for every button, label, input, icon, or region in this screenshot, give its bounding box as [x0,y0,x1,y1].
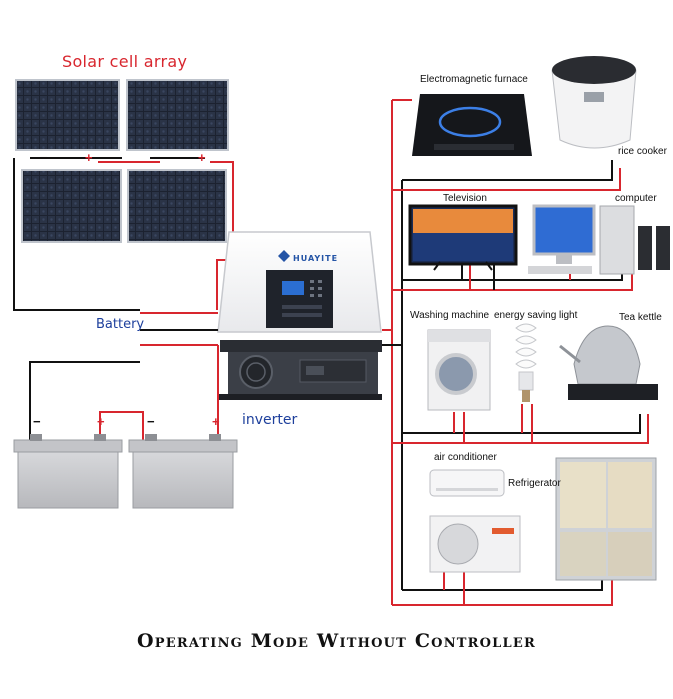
battery-2-plus-sign: + [212,414,220,429]
brand-logo-icon [278,250,290,262]
label-electromagnetic-furnace: Electromagnetic furnace [420,74,528,85]
panel-minus-sign-2: − [153,150,161,165]
panel-wiring [13,157,234,311]
battery-2 [128,434,238,509]
brand-name: HUAYITE [293,254,338,263]
battery-1-minus-sign: − [33,414,41,429]
energy-saving-light-icon [515,323,537,402]
battery-2-minus-sign: − [147,414,155,429]
label-energy-saving-light: energy saving light [494,310,578,321]
solar-panel-array [15,79,229,243]
panel-plus-sign-2: + [198,150,206,165]
washing-machine-icon [427,329,491,411]
solar-panel-4 [127,169,227,243]
rice-cooker-icon [551,56,637,149]
inverter-unit [217,231,382,333]
battery-label: Battery [96,317,145,332]
inverter-lcd [282,281,304,295]
inverter-base [218,340,382,400]
air-conditioner-outdoor-icon [429,515,521,573]
label-refrigerator: Refrigerator [508,478,561,489]
induction-cooker-icon [412,94,532,156]
label-tea-kettle: Tea kettle [619,312,662,323]
television-icon [408,204,518,271]
refrigerator-icon [555,457,657,581]
solar-panel-1 [15,79,120,151]
diagram-caption: Operating Mode Without Controller [137,630,536,652]
label-computer: computer [615,193,657,204]
panel-plus-sign-1: + [85,150,93,165]
label-television: Television [443,193,487,204]
solar-panel-2 [126,79,229,151]
diagram-title: Solar cell array [62,52,188,71]
solar-panel-3 [21,169,122,243]
battery-1-plus-sign: + [97,414,105,429]
appliance-bus [382,99,649,606]
panel-minus-sign-1: − [40,150,48,165]
inverter-label: inverter [242,412,298,428]
tea-kettle-icon [559,325,658,400]
battery-bank [13,434,238,509]
inverter-screen-panel [266,270,333,328]
label-air-conditioner: air conditioner [434,452,497,463]
label-rice-cooker: rice cooker [618,146,667,157]
computer-icon [528,204,670,275]
battery-wiring [29,312,219,440]
cooling-fan-icon [239,355,273,389]
battery-1 [13,434,123,509]
air-conditioner-indoor-icon [429,469,505,497]
label-washing-machine: Washing machine [410,310,490,321]
